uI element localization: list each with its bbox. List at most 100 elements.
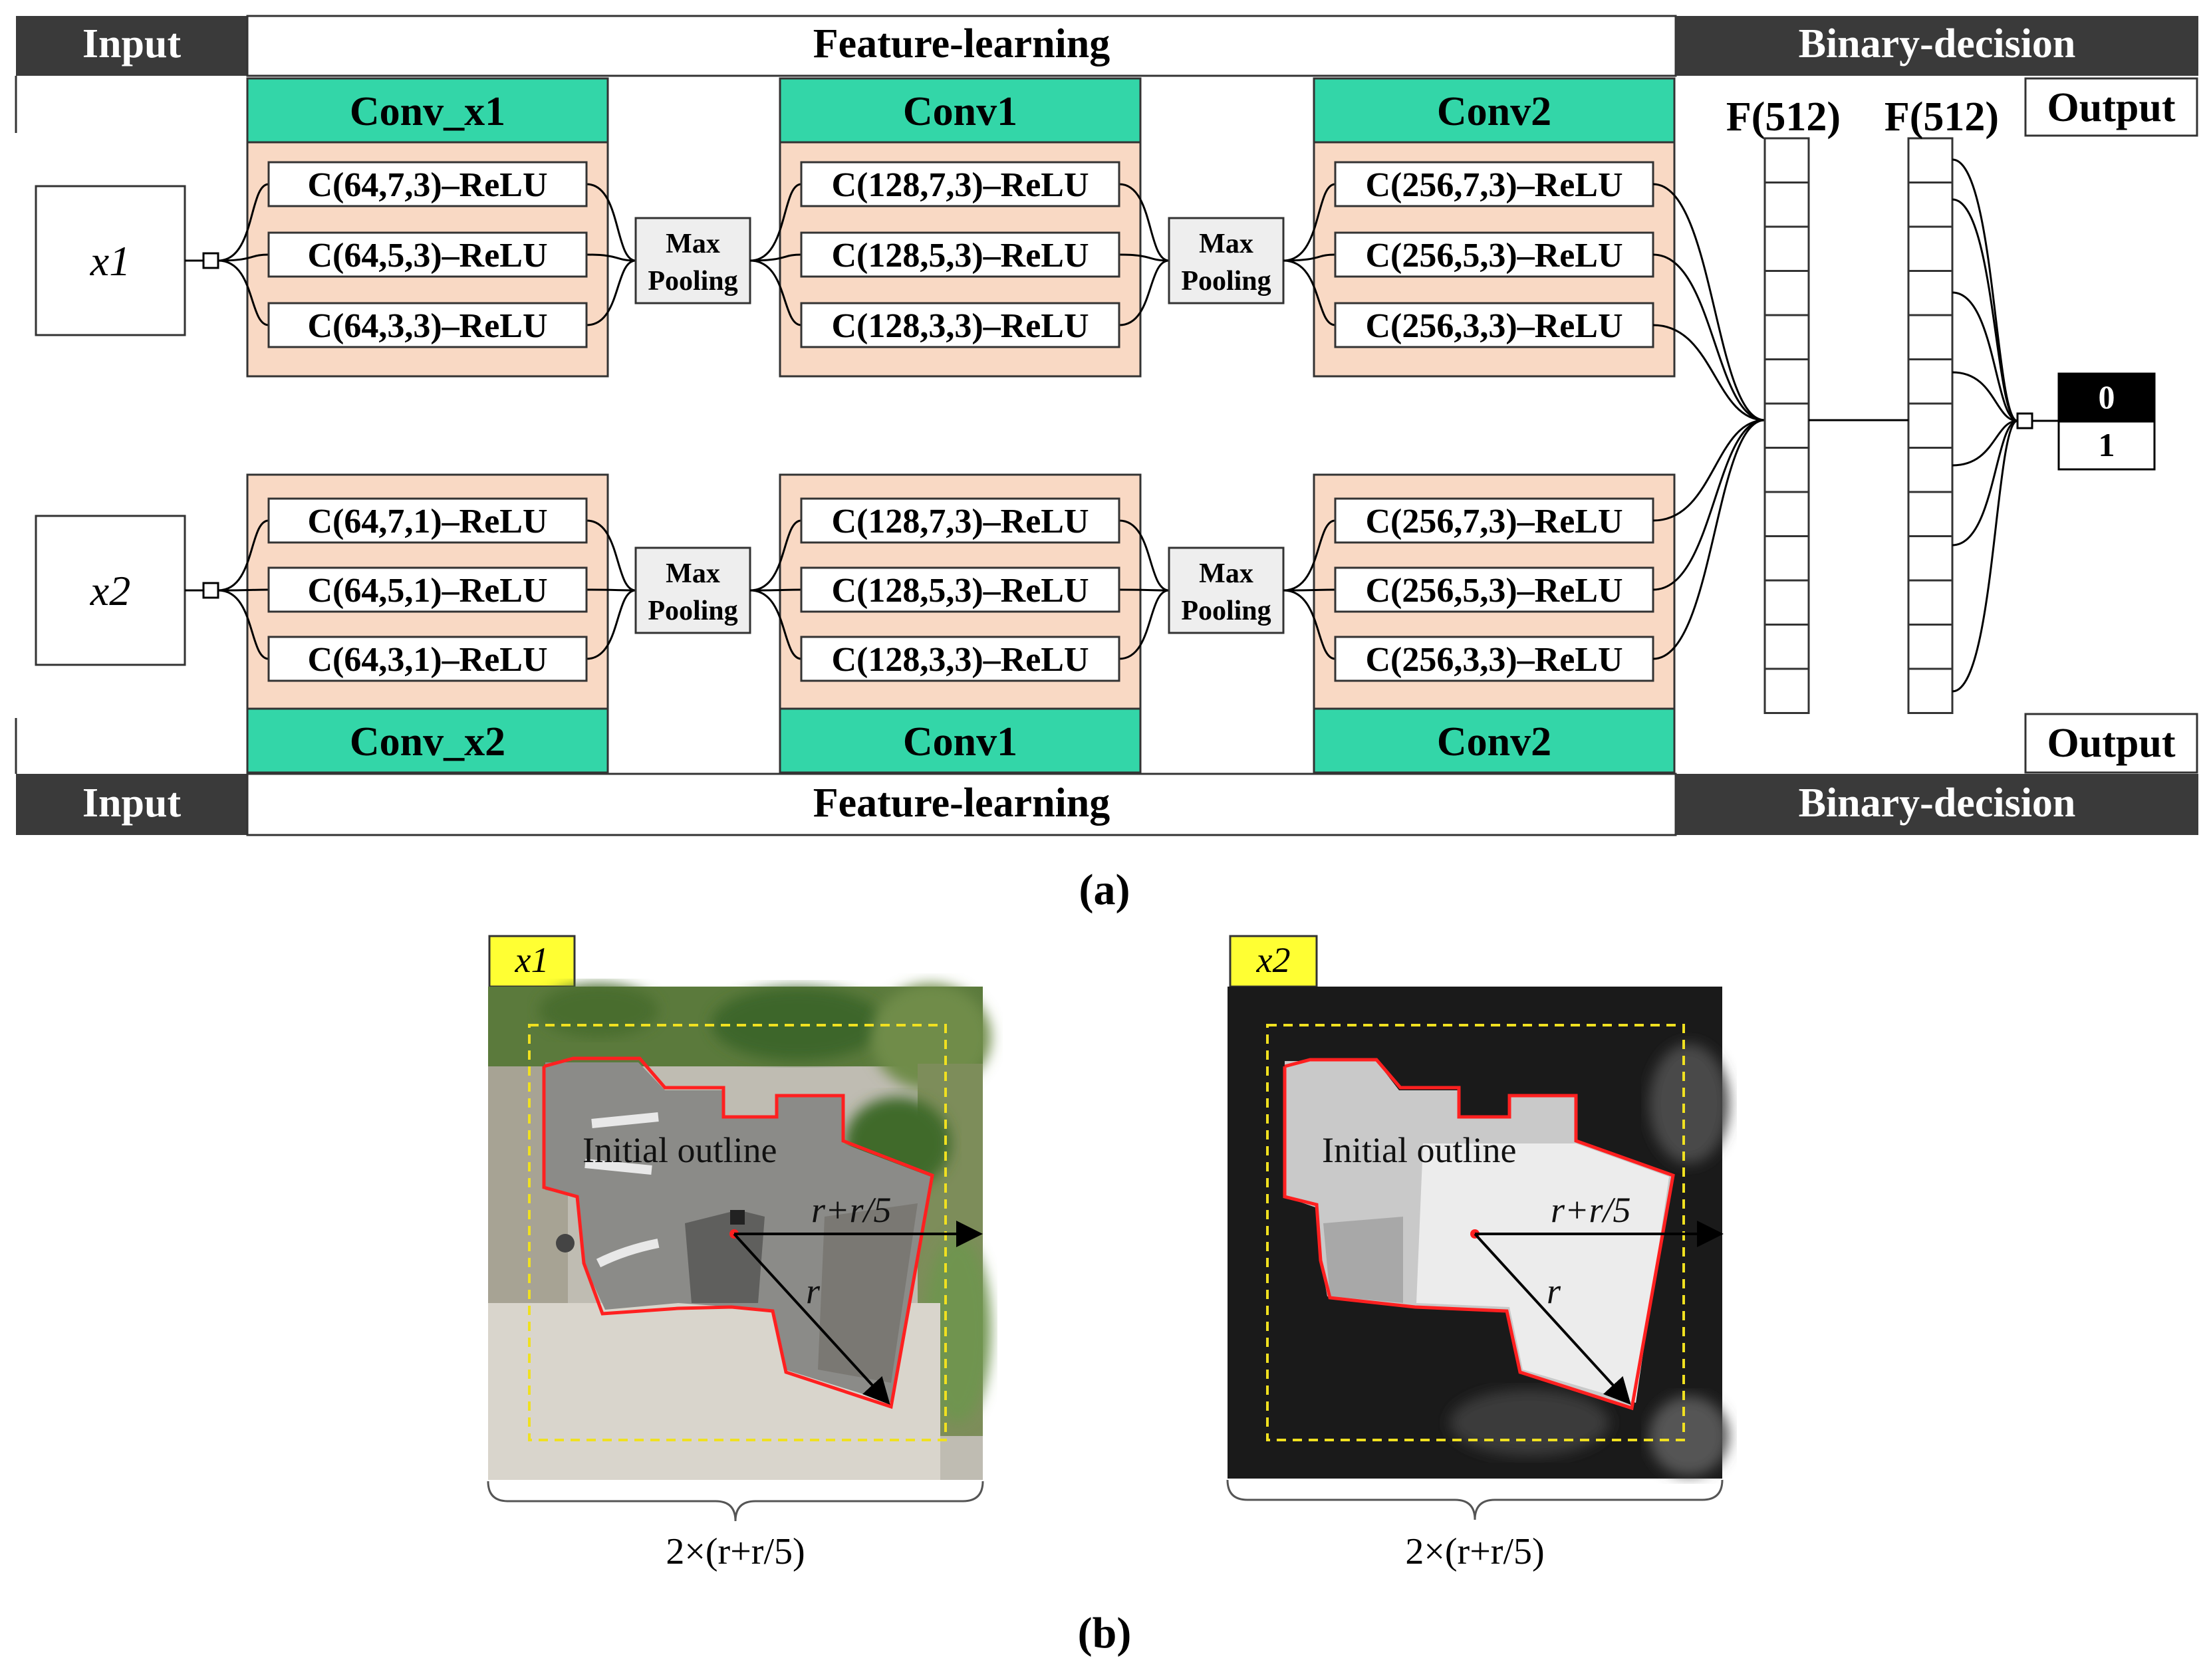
x2-tag: x2 <box>1256 940 1291 980</box>
fc-2-unit <box>1907 314 1954 360</box>
architecture-blocks: x1Conv_x1C(64,7,3)–ReLUC(64,5,3)–ReLUC(6… <box>35 77 1765 774</box>
x1-span-label: 2×(r+r/5) <box>666 1531 805 1572</box>
top-layer-label: C(128,7,3)–ReLU <box>831 166 1089 204</box>
x2-radius-arrow <box>1474 1233 1631 1405</box>
top-conv-title-0: Conv_x1 <box>350 89 505 134</box>
top-layer-box <box>1334 231 1654 278</box>
fc-to-output-edge <box>1952 198 2018 422</box>
fc-1-unit <box>1763 402 1810 449</box>
bottom-conv-title-1: Conv1 <box>903 719 1017 765</box>
fc-2-unit <box>1907 137 1954 183</box>
bottom-output-box <box>2024 713 2198 774</box>
fc-1-unit <box>1763 225 1810 272</box>
top-pool-line2: Pooling <box>648 266 737 297</box>
bottom-layer-box <box>800 636 1120 682</box>
bottom-pool-line1: Max <box>666 558 720 589</box>
fc-2-unit <box>1907 270 1954 316</box>
bottom-layer-box <box>267 566 588 613</box>
fc-1-unit <box>1763 667 1810 714</box>
top-to-fc-edge <box>1652 324 1765 421</box>
top-layer-label: C(64,5,3)–ReLU <box>307 237 547 275</box>
x1-photo <box>488 984 991 1480</box>
caption-a: (a) <box>1079 866 1130 914</box>
bottom-pool-line2: Pooling <box>1181 596 1271 626</box>
x2-span-label: 2×(r+r/5) <box>1405 1531 1544 1572</box>
top-conv-header-0 <box>246 77 609 144</box>
top-input-header-bg <box>16 16 247 76</box>
bottom-feature-header-bg <box>246 773 1677 836</box>
fc-1-unit <box>1763 579 1810 626</box>
caption-b: (b) <box>1078 1609 1132 1657</box>
top-layer-label: C(64,7,3)–ReLU <box>307 166 547 204</box>
bottom-to-fc-edge <box>1652 419 1765 591</box>
fc-to-output-edge <box>1952 291 2018 422</box>
bottom-pool-line2: Pooling <box>648 596 737 626</box>
image-x2: x2 Initial outline r+r/5 <box>1226 935 1729 1572</box>
top-conv-in-edge <box>1283 253 1336 262</box>
top-conv-out-edge <box>1118 253 1170 262</box>
fc-1-unit <box>1763 358 1810 405</box>
output-class-0: 0 <box>2099 378 2115 416</box>
top-feature-header: Feature-learning <box>813 21 1110 66</box>
bottom-binary-header-bg <box>1676 774 2198 835</box>
top-conv-in-edge <box>217 253 269 262</box>
bottom-input-name: x2 <box>90 567 130 614</box>
top-conv-in-edge <box>749 253 802 262</box>
x2-outline-label: Initial outline <box>1322 1130 1516 1170</box>
top-layer-label: C(256,3,3)–ReLU <box>1365 307 1623 345</box>
fc-to-output-edge <box>1952 420 2018 693</box>
bottom-layer-box <box>800 497 1120 544</box>
top-conv-in-edge <box>1283 183 1336 262</box>
bottom-layer-label: C(256,7,3)–ReLU <box>1365 503 1623 540</box>
bottom-conv-out-edge <box>1118 589 1170 660</box>
top-conv-title-1: Conv1 <box>903 89 1017 134</box>
top-conv-out-edge <box>586 259 636 326</box>
bottom-to-fc-edge <box>1652 419 1765 522</box>
x2-radius-label: r <box>1547 1271 1561 1311</box>
x1-tag-box <box>488 935 576 988</box>
x2-tag-box <box>1229 935 1318 988</box>
top-to-fc-edge <box>1652 253 1765 421</box>
fc-2-unit <box>1907 579 1954 626</box>
fc-label-1: F(512) <box>1726 94 1841 140</box>
top-conv-out-edge <box>1118 183 1170 262</box>
bottom-conv-title-0: Conv_x2 <box>350 719 505 765</box>
fully-connected-layers <box>1763 137 2018 714</box>
fc-to-output-edge <box>1952 420 2018 467</box>
fc-2-unit <box>1907 624 1954 670</box>
top-input-box <box>35 185 186 336</box>
bottom-conv-header-1 <box>779 707 1142 774</box>
top-layer-label: C(256,5,3)–ReLU <box>1365 237 1623 275</box>
bottom-conv-out-edge <box>1118 519 1170 592</box>
top-conv-title-2: Conv2 <box>1437 89 1551 134</box>
fc-2-unit <box>1907 535 1954 582</box>
top-max-pooling-0 <box>634 217 751 304</box>
top-conv-out-edge <box>586 183 636 262</box>
bottom-conv-out-edge <box>586 589 636 660</box>
bottom-output-label: Output <box>2047 721 2176 766</box>
bottom-layer-label: C(256,5,3)–ReLU <box>1365 572 1623 610</box>
top-input-header: Input <box>82 21 182 66</box>
bottom-conv-in-edge <box>749 589 802 660</box>
fc-to-output-edge <box>1952 371 2018 422</box>
bottom-to-fc-edge <box>1652 419 1765 660</box>
bottom-conv-in-edge <box>217 519 269 592</box>
top-binary-header-bg <box>1676 16 2198 76</box>
x1-outline <box>542 1056 934 1409</box>
image-x1: x1 <box>487 935 991 1572</box>
bottom-layer-box <box>1334 636 1654 682</box>
fc-1-unit <box>1763 491 1810 537</box>
top-layer-label: C(64,3,3)–ReLU <box>307 307 547 345</box>
output-node <box>2016 412 2033 429</box>
x2-photo <box>1228 987 1729 1479</box>
fc-1-unit <box>1763 314 1810 360</box>
top-layer-box <box>267 231 588 278</box>
bottom-layer-label: C(64,3,1)–ReLU <box>307 641 547 679</box>
top-layer-box <box>267 302 588 348</box>
top-pool-line2: Pooling <box>1181 266 1271 297</box>
bottom-layer-label: C(128,5,3)–ReLU <box>831 572 1089 610</box>
bottom-layer-box <box>1334 497 1654 544</box>
top-conv-header-2 <box>1313 77 1676 144</box>
fc-1-unit <box>1763 270 1810 316</box>
top-pool-line1: Max <box>666 229 720 259</box>
